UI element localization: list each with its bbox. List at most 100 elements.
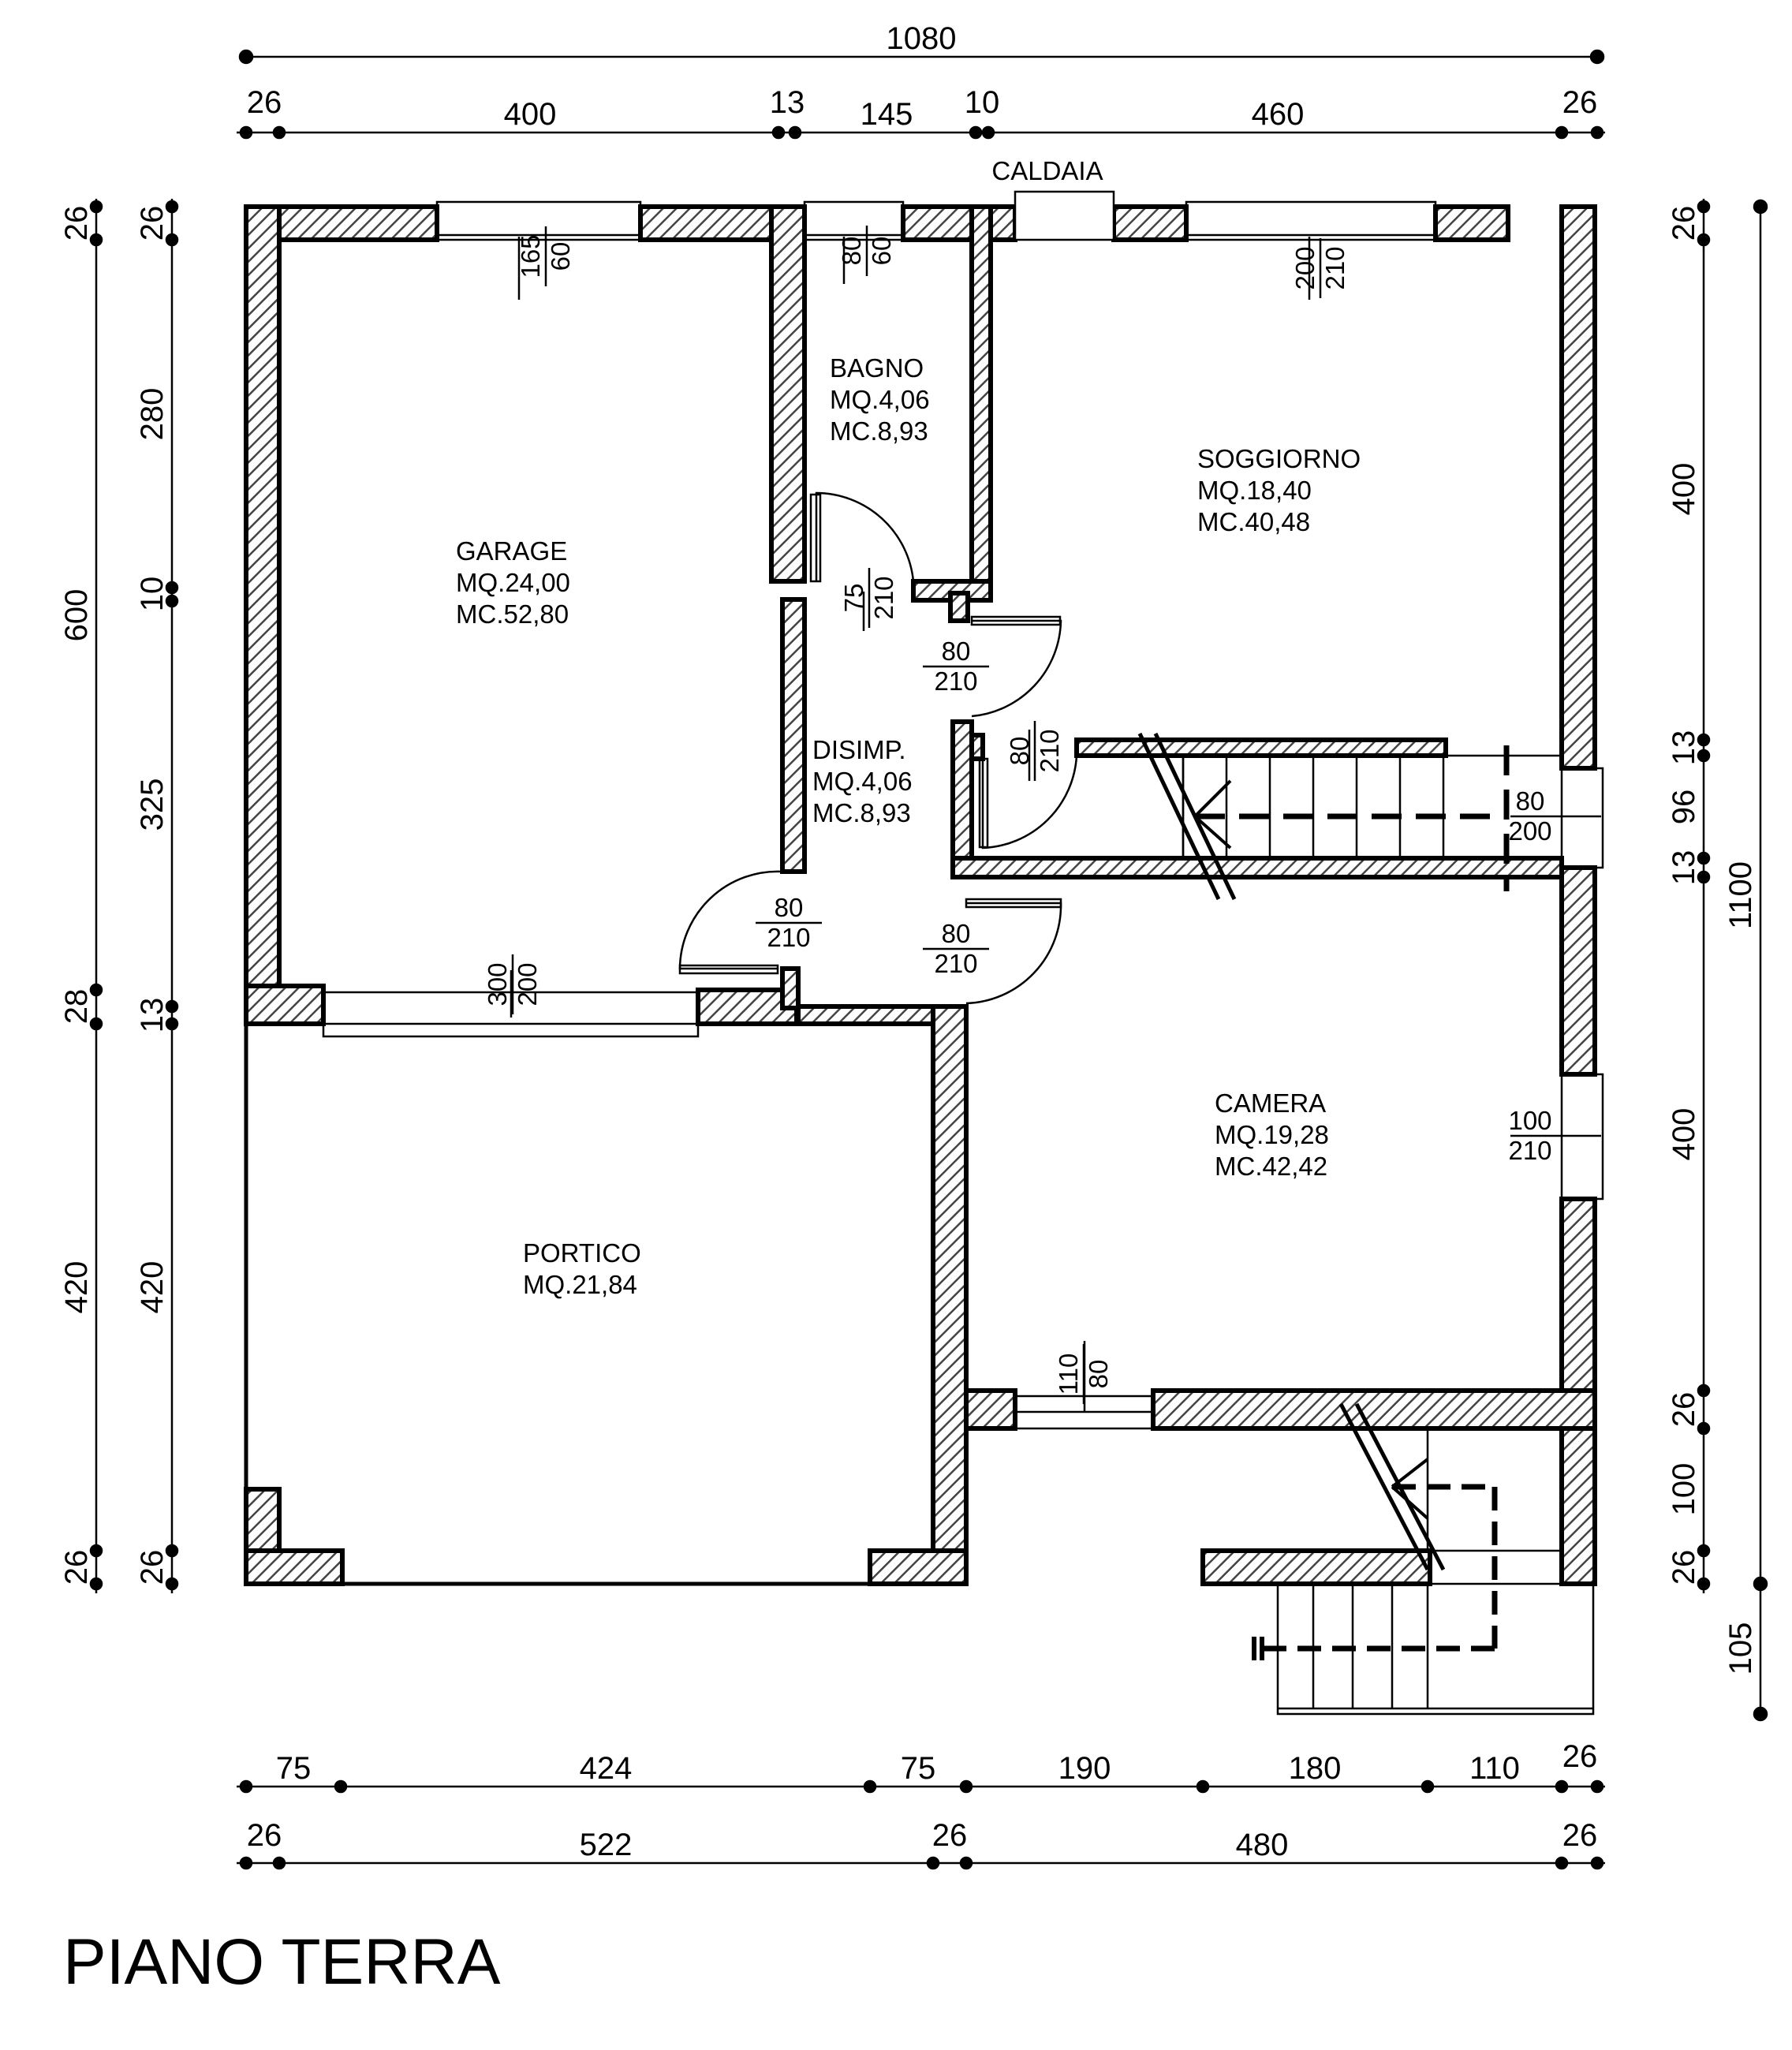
garage-volume: MC.52,80 — [456, 599, 569, 629]
wall-bagno-jamb — [948, 591, 970, 623]
dim-right-2: 400 — [1667, 463, 1701, 516]
dim-left-outer-2: 600 — [59, 589, 94, 642]
soggiorno-name: SOGGIORNO — [1197, 444, 1361, 473]
dim-right-4: 96 — [1667, 790, 1701, 825]
wall-top-4 — [1111, 204, 1189, 242]
caldaia-label: CALDAIA — [991, 156, 1103, 185]
soggiorno-window-h: 210 — [1320, 246, 1350, 289]
dim-bot2-5: 26 — [1562, 1818, 1598, 1853]
dim-bot1-5: 180 — [1289, 1751, 1342, 1786]
bagno-window-h: 60 — [867, 237, 896, 266]
dim-right-10: 105 — [1723, 1622, 1758, 1675]
wall-bagno-soggiorno — [969, 204, 993, 596]
garage-name: GARAGE — [456, 536, 567, 566]
dim-left-outer-3: 28 — [59, 989, 94, 1025]
dim-top-3: 13 — [770, 85, 805, 120]
dim-bot2-2: 522 — [580, 1828, 633, 1862]
wall-camera-bottom-left — [964, 1388, 1017, 1431]
camera-volume: MC.42,42 — [1215, 1152, 1327, 1181]
pillar-right-horizontal — [868, 1548, 969, 1586]
dim-right-total: 1100 — [1723, 861, 1758, 929]
camera-door-swing — [965, 902, 1062, 1005]
camera-window-w: 100 — [1508, 1106, 1551, 1135]
dim-left-outer-4: 420 — [59, 1261, 94, 1314]
stair-door-w: 80 — [1005, 737, 1034, 766]
dim-right-7: 26 — [1667, 1392, 1701, 1428]
soggiorno-door-w: 80 — [942, 637, 971, 666]
dim-left-inner-5: 13 — [135, 998, 170, 1033]
disimp-name: DISIMP. — [812, 735, 906, 764]
dim-top-6: 460 — [1252, 97, 1305, 132]
stair-door-h: 210 — [1035, 729, 1064, 772]
garage-window-w: 165 — [516, 234, 545, 278]
dim-right-3: 13 — [1667, 730, 1701, 766]
dim-bot2-3: 26 — [932, 1818, 968, 1853]
caldaia-box — [1014, 190, 1115, 241]
camera-rear-door-w: 110 — [1054, 1354, 1083, 1395]
room-labels: CALDAIA GARAGE MQ.24,00 MC.52,80 BAGNO M… — [456, 156, 1361, 1299]
dim-top-4: 145 — [861, 97, 913, 132]
wall-right-2 — [1559, 865, 1597, 1077]
camera-area: MQ.19,28 — [1215, 1120, 1329, 1149]
portico-area: MQ.21,84 — [523, 1270, 637, 1299]
opening-labels: 165 60 80 60 200 210 75 210 80 210 300 2… — [483, 226, 1552, 1404]
garage-window-h: 60 — [546, 242, 575, 271]
disimp-area: MQ.4,06 — [812, 767, 913, 796]
camera-rear-door-h: 80 — [1084, 1360, 1113, 1389]
wall-ext-stair — [1200, 1548, 1432, 1586]
soggiorno-window-frame — [1185, 200, 1437, 241]
dim-bot1-1: 75 — [276, 1751, 312, 1786]
garage-area: MQ.24,00 — [456, 568, 570, 597]
disimp-volume: MC.8,93 — [812, 798, 911, 827]
stair-window-h: 200 — [1508, 816, 1551, 846]
wall-disimp-right — [950, 719, 974, 879]
garage-door-int-h: 210 — [767, 923, 810, 952]
wall-disimp-jamb — [969, 733, 985, 761]
bagno-door-h: 210 — [869, 576, 898, 619]
dim-left-inner-2: 280 — [135, 388, 170, 441]
camera-name: CAMERA — [1215, 1088, 1326, 1118]
dim-right-8: 100 — [1667, 1463, 1701, 1516]
garage-door-swing — [678, 870, 783, 970]
dim-left-inner-3: 10 — [135, 577, 170, 612]
bagno-door-w: 75 — [839, 584, 868, 613]
dim-bot2-4: 480 — [1236, 1828, 1289, 1862]
dim-bot1-6: 110 — [1469, 1751, 1520, 1786]
dim-top-total: 1080 — [887, 21, 957, 56]
dim-top-1: 26 — [247, 85, 282, 120]
wall-top-3 — [901, 204, 1017, 242]
wall-camera-left — [931, 1004, 969, 1586]
dim-right-1: 26 — [1667, 206, 1701, 241]
soggiorno-door-swing — [971, 619, 1062, 718]
dim-bot1-2: 424 — [580, 1751, 633, 1786]
soggiorno-volume: MC.40,48 — [1197, 507, 1310, 536]
bagno-door-swing — [815, 491, 915, 582]
dim-top-5: 10 — [965, 85, 1000, 120]
bagno-volume: MC.8,93 — [830, 416, 928, 446]
soggiorno-door-h: 210 — [934, 667, 977, 696]
dim-bot1-3: 75 — [901, 1751, 936, 1786]
bagno-name: BAGNO — [830, 353, 924, 383]
dim-left-inner-1: 26 — [135, 206, 170, 241]
plan-title: PIANO TERRA — [63, 1926, 501, 1998]
bagno-area: MQ.4,06 — [830, 385, 930, 414]
dim-right-5: 13 — [1667, 850, 1701, 886]
soggiorno-area: MQ.18,40 — [1197, 476, 1312, 505]
dim-left-outer-1: 26 — [59, 206, 94, 241]
interior-stair — [1137, 732, 1562, 901]
stair-window-w: 80 — [1516, 786, 1545, 816]
dim-left-inner-4: 325 — [135, 779, 170, 831]
stair-window-frame — [1560, 767, 1604, 869]
dim-bot2-1: 26 — [247, 1818, 282, 1853]
dimension-text: 1080 26 400 13 145 10 460 26 75 424 75 1… — [59, 21, 1758, 1862]
bagno-window-frame — [803, 200, 905, 241]
dim-bot1-7: 26 — [1562, 1739, 1598, 1774]
wall-garage-bagno — [769, 204, 807, 584]
dim-right-9: 26 — [1667, 1550, 1701, 1585]
wall-stair-bottom — [950, 856, 1564, 879]
camera-door-h: 210 — [934, 949, 977, 978]
wall-left-garage — [244, 204, 282, 1026]
door-swings — [678, 491, 1078, 1005]
